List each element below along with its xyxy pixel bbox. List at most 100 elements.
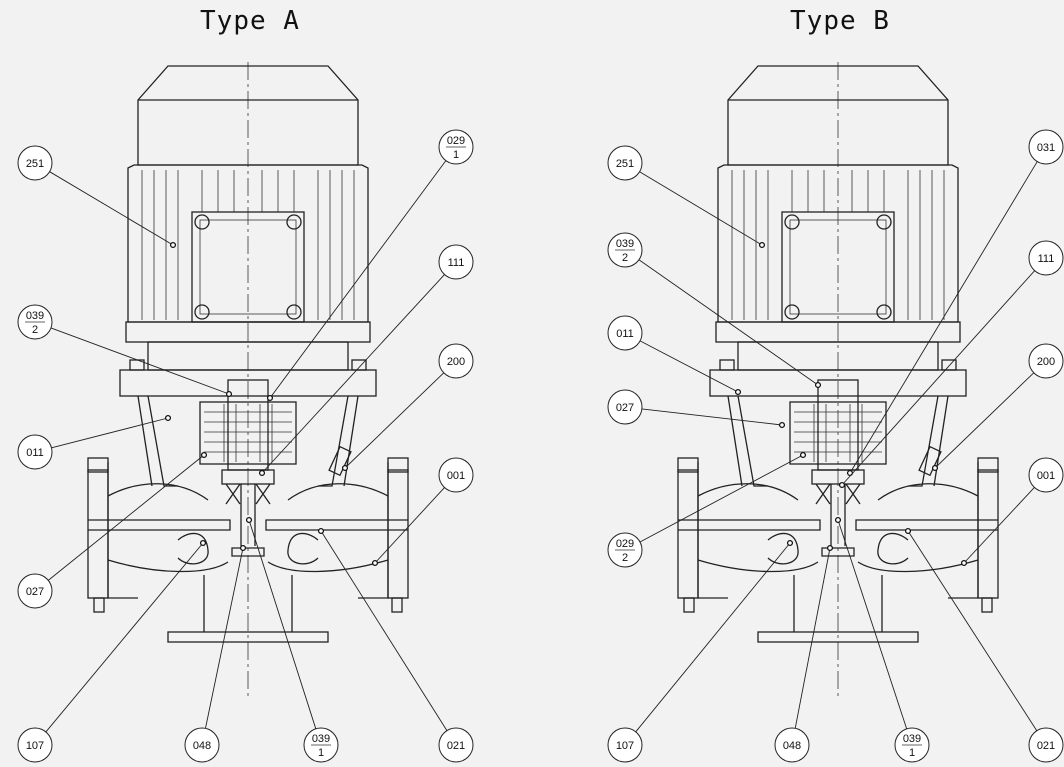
callout-bubble-048 [774,727,810,763]
callout-bubble-021 [438,727,474,763]
leader-line-107 [45,542,204,733]
leader-dot-039-1 [834,516,842,524]
leader-line-027 [641,408,783,426]
callout-bubble-001 [1028,457,1064,493]
leader-line-251 [639,171,763,246]
leader-line-039-2 [638,259,819,386]
leader-line-200 [934,372,1035,469]
leader-line-001 [374,487,445,564]
leader-line-029-1 [269,160,447,399]
callout-label-107: 107 [616,740,634,752]
leader-line-111 [841,270,1035,486]
callout-numerator-039-2: 039 [26,310,44,322]
leader-dot-001 [960,559,968,567]
leader-line-031 [849,161,1038,474]
leader-dot-048 [239,544,247,552]
callout-bubble-107 [17,727,53,763]
leader-dot-107 [199,539,207,547]
leader-dot-001 [371,559,379,567]
callout-label-107: 107 [26,740,44,752]
callout-bubble-111 [1028,240,1064,276]
callout-bubble-011 [17,434,53,470]
callout-label-027: 027 [26,586,44,598]
callout-bubble-200 [438,343,474,379]
callout-denominator-029-1: 1 [453,149,459,161]
callout-label-251: 251 [26,158,44,170]
callout-bubble-251 [17,145,53,181]
leader-dot-039-1 [245,516,253,524]
callout-label-021: 021 [1037,740,1055,752]
leader-dot-200 [341,464,349,472]
callout-label-011: 011 [616,328,634,340]
callout-bubble-200 [1028,343,1064,379]
leader-dot-048 [826,544,834,552]
leader-line-011 [51,417,169,449]
leader-line-039-1 [248,519,317,729]
leader-dot-111 [838,481,846,489]
leader-line-048 [205,547,244,729]
callout-numerator-039-1: 039 [312,733,330,745]
leader-dot-021 [904,527,912,535]
callout-label-251: 251 [616,158,634,170]
callout-bubble-107 [607,727,643,763]
type-b-title: Type B [790,6,890,36]
leader-dot-027 [778,421,786,429]
leader-line-048 [794,547,831,729]
leader-dot-107 [786,539,794,547]
callout-label-031: 031 [1037,142,1055,154]
leader-line-251 [49,171,174,246]
leader-dot-029-2 [799,451,807,459]
callout-bubble-027 [17,573,53,609]
callout-denominator-039-2: 2 [622,252,628,264]
callout-bubble-027 [607,389,643,425]
leader-dot-111 [258,469,266,477]
leader-line-039-2 [50,327,230,395]
callout-bubble-111 [438,244,474,280]
callout-label-200: 200 [1037,356,1055,368]
leader-line-029-2 [639,454,804,543]
leader-line-021 [320,530,448,731]
leader-dot-039-2 [814,381,822,389]
type-a-title: Type A [200,6,300,36]
type-b-pump [677,61,999,701]
callout-bubble-001 [438,457,474,493]
leader-dot-251 [758,241,766,249]
callout-numerator-039-2: 039 [616,238,634,250]
leader-dot-027 [200,451,208,459]
callout-label-200: 200 [447,356,465,368]
type-a-pump [87,61,409,701]
leader-dot-029-1 [266,394,274,402]
leader-line-011 [639,340,739,393]
leader-line-021 [907,530,1038,731]
leader-dot-021 [317,527,325,535]
leader-line-001 [963,487,1035,564]
callout-denominator-039-1: 1 [909,747,915,759]
leader-line-107 [635,542,791,733]
callout-label-027: 027 [616,402,634,414]
callout-bubble-021 [1028,727,1064,763]
callout-label-001: 001 [447,470,465,482]
leader-line-111 [261,274,445,474]
callout-bubble-011 [607,315,643,351]
callout-numerator-029-1: 029 [447,135,465,147]
callout-label-011: 011 [26,447,44,459]
leader-dot-039-2 [225,390,233,398]
callout-bubble-048 [184,727,220,763]
callout-bubble-251 [607,145,643,181]
callout-label-001: 001 [1037,470,1055,482]
callout-denominator-039-1: 1 [318,747,324,759]
callout-denominator-039-2: 2 [32,324,38,336]
callout-label-111: 111 [448,257,465,269]
leader-dot-251 [169,241,177,249]
leader-line-039-1 [837,519,908,729]
callout-label-111: 111 [1038,253,1055,265]
leader-dot-011 [734,388,742,396]
leader-line-027 [47,454,205,581]
callout-bubble-031 [1028,129,1064,165]
leader-line-200 [344,372,445,469]
callout-numerator-029-2: 029 [616,538,634,550]
